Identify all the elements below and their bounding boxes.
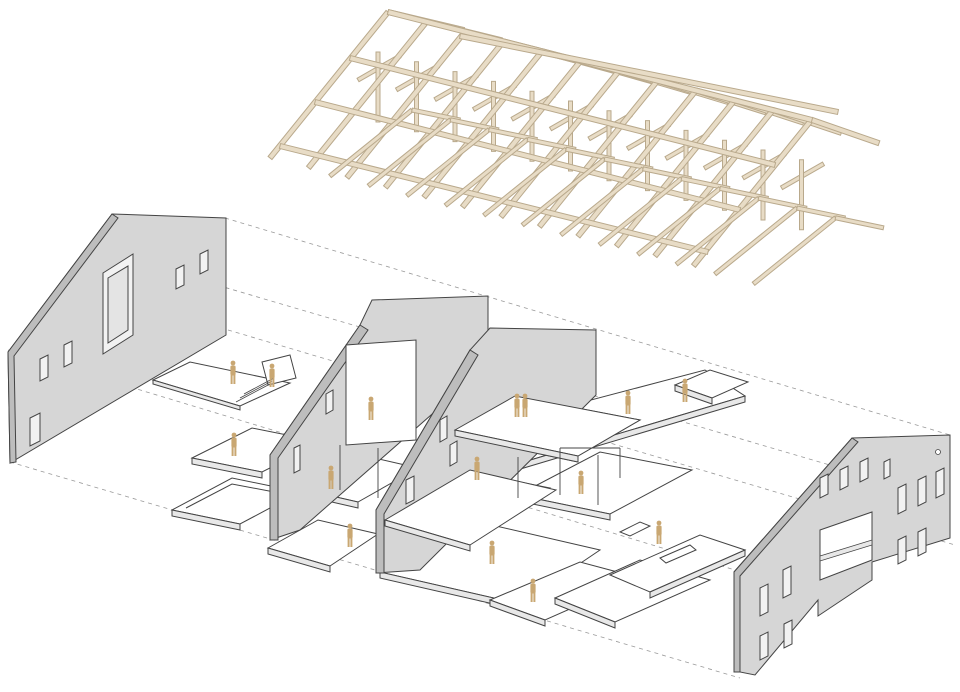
timber-beam — [799, 159, 804, 231]
person-figure — [230, 360, 236, 384]
person-figure — [347, 523, 353, 547]
timber-beam — [559, 166, 645, 238]
timber-beam — [405, 127, 491, 198]
person-figure — [522, 393, 528, 417]
timber-beam — [810, 116, 881, 147]
timber-beam — [278, 142, 710, 256]
timber-beam — [328, 107, 414, 179]
person-figure — [514, 393, 520, 417]
timber-beam — [597, 176, 684, 247]
person-figure — [682, 378, 688, 402]
person-figure — [489, 540, 495, 564]
timber-beam — [674, 195, 761, 267]
timber-beam — [366, 117, 453, 189]
person-figure — [368, 396, 374, 420]
person-figure — [625, 390, 631, 414]
inner-gable-wall-1 — [269, 295, 489, 541]
timber-beam — [458, 32, 840, 116]
timber-beam — [751, 215, 838, 287]
timber-beam — [348, 54, 777, 169]
timber-roof-truss — [267, 8, 885, 287]
timber-beam — [520, 156, 607, 228]
scale-figures — [230, 360, 688, 602]
timber-beam — [636, 186, 722, 257]
person-figure — [656, 520, 662, 544]
gable-wall-left — [7, 213, 227, 464]
person-figure — [578, 470, 584, 494]
person-figure — [231, 432, 237, 456]
upper-floor-slabs — [339, 395, 697, 564]
timber-beam — [713, 205, 799, 277]
person-figure — [328, 465, 334, 489]
timber-beam — [443, 137, 530, 208]
gable-wall-right — [733, 434, 951, 676]
timber-beam — [313, 98, 742, 214]
person-figure — [474, 456, 480, 480]
person-figure — [530, 578, 536, 602]
timber-beam — [834, 215, 885, 231]
timber-beam — [375, 51, 381, 123]
person-figure — [269, 363, 275, 387]
timber-beam — [482, 146, 568, 218]
